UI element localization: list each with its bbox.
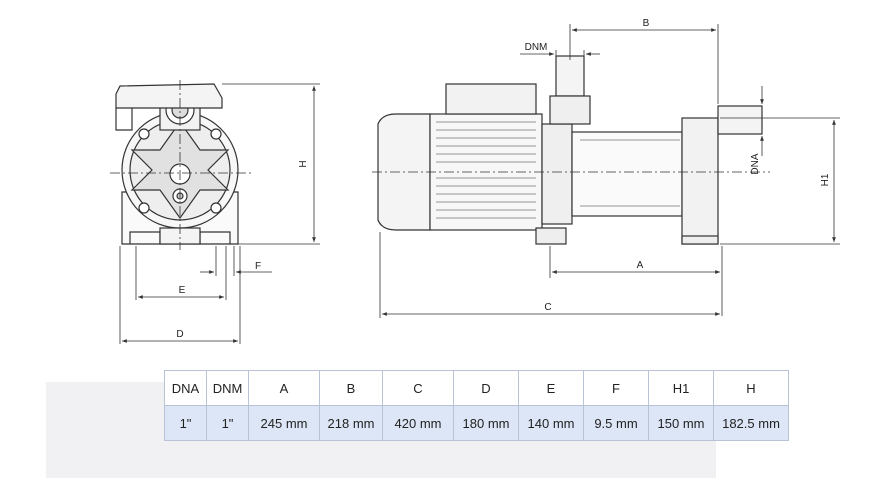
pump-front-view <box>110 80 252 250</box>
header-c: C <box>382 370 454 406</box>
value-h1: 150 mm <box>648 405 714 441</box>
header-h: H <box>713 370 789 406</box>
header-dnm: DNM <box>206 370 249 406</box>
header-dna: DNA <box>164 370 207 406</box>
header-a: A <box>248 370 320 406</box>
value-dna: 1" <box>164 405 207 441</box>
dim-label-d: D <box>176 329 183 340</box>
dim-label-b: B <box>643 18 650 29</box>
dim-label-f: F <box>255 261 261 272</box>
dim-label-a: A <box>637 260 644 271</box>
value-b: 218 mm <box>319 405 383 441</box>
pump-technical-drawing: H E F D <box>110 18 840 344</box>
dim-label-h: H <box>298 160 309 167</box>
value-a: 245 mm <box>248 405 320 441</box>
value-d: 180 mm <box>453 405 519 441</box>
header-d: D <box>453 370 519 406</box>
value-e: 140 mm <box>518 405 584 441</box>
side-dimension-lines <box>379 24 840 318</box>
dimensions-table: DNA DNM A B C D E F H1 H 1" 1" 245 mm 21… <box>164 370 789 441</box>
table-header-row: DNA DNM A B C D E F H1 H <box>164 370 789 406</box>
dim-label-dna: DNA <box>750 153 761 174</box>
value-f: 9.5 mm <box>583 405 649 441</box>
header-f: F <box>583 370 649 406</box>
value-c: 420 mm <box>382 405 454 441</box>
dim-label-dnm: DNM <box>525 42 548 53</box>
dim-label-e: E <box>179 285 186 296</box>
header-b: B <box>319 370 383 406</box>
header-e: E <box>518 370 584 406</box>
pump-side-view <box>372 55 770 245</box>
dim-label-c: C <box>544 302 551 313</box>
value-h: 182.5 mm <box>713 405 789 441</box>
header-h1: H1 <box>648 370 714 406</box>
dim-label-h1: H1 <box>820 173 831 186</box>
table-value-row: 1" 1" 245 mm 218 mm 420 mm 180 mm 140 mm… <box>164 405 789 441</box>
front-dimension-lines <box>119 83 320 344</box>
value-dnm: 1" <box>206 405 249 441</box>
